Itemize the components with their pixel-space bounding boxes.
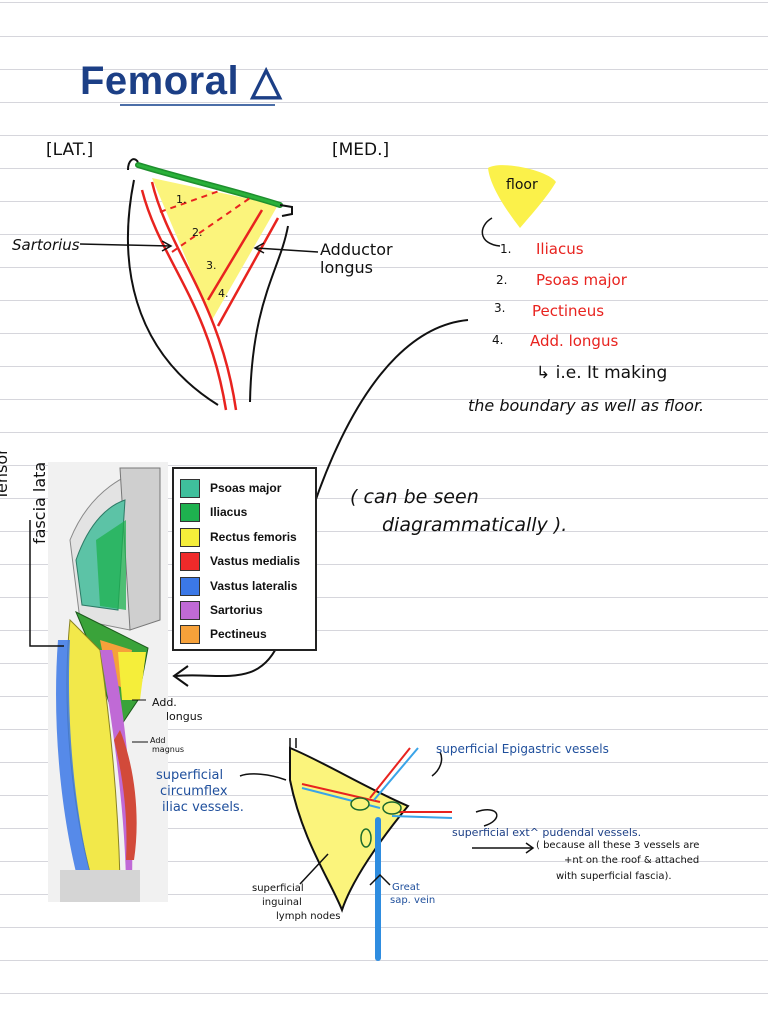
floor-item-4-name: Add. longus <box>530 332 619 350</box>
floor-item-2-name: Psoas major <box>536 271 627 289</box>
legend-label: Psoas major <box>210 481 282 495</box>
medial-label: [MED.] <box>332 140 390 160</box>
legend-label: Sartorius <box>210 603 263 617</box>
lateral-label: [LAT.] <box>46 140 94 160</box>
triangle-number-3: 3. <box>206 259 217 272</box>
legend-swatch <box>180 478 200 498</box>
diagram-note-line2: diagrammatically ). <box>382 514 568 536</box>
circumflex-label-line3: iliac vessels. <box>162 800 244 815</box>
legend-item: Sartorius <box>180 600 263 620</box>
floor-item-1-number: 1. <box>500 242 512 256</box>
legend-swatch <box>180 600 200 620</box>
title-underline <box>120 104 275 106</box>
add-longus-label-line1: Add. <box>152 696 177 709</box>
add-magnus-label-line2: magnus <box>152 745 185 754</box>
lymph-label-line1: superficial <box>252 883 304 894</box>
saphenous-label-line2: sap. vein <box>390 895 436 906</box>
legend-item: Pectineus <box>180 624 267 644</box>
femoral-triangle-sketch <box>79 158 319 411</box>
tensor-label-line1: Tensor <box>0 448 11 500</box>
epigastric-label: superficial Epigastric vessels <box>436 742 609 756</box>
legend-label: Iliacus <box>210 505 248 519</box>
legend-swatch <box>180 502 200 522</box>
circumflex-label-line1: superficial <box>156 768 224 783</box>
adductor-label-line1: Adductor <box>320 240 393 259</box>
legend-label: Vastus medialis <box>210 554 301 568</box>
muscle-legend: Psoas major Iliacus Rectus femoris Vastu… <box>172 467 317 651</box>
adductor-label-line2: longus <box>320 258 374 277</box>
femoral-triangle-roof-sketch <box>239 738 535 961</box>
legend-item: Vastus medialis <box>180 551 300 571</box>
legend-label: Vastus lateralis <box>210 579 298 593</box>
triangle-number-2: 2. <box>192 226 203 239</box>
floor-arrow <box>481 217 501 247</box>
legend-swatch <box>180 576 200 596</box>
legend-item: Psoas major <box>180 478 281 498</box>
lymph-label-line2: inguinal <box>262 897 302 908</box>
floor-item-3-name: Pectineus <box>532 302 605 320</box>
legend-item: Iliacus <box>180 502 247 522</box>
legend-item: Vastus lateralis <box>180 576 297 596</box>
page-title: Femoral △ <box>80 59 282 103</box>
floor-item-3-number: 3. <box>494 301 506 315</box>
thigh-anatomy-illustration <box>29 462 168 902</box>
legend-swatch <box>180 527 200 547</box>
triangle-number-1: 1. <box>176 193 187 206</box>
floor-badge-shape <box>488 165 556 228</box>
triangle-number-4: 4. <box>218 287 229 300</box>
because-line1: ( because all these 3 vessels are <box>536 840 700 851</box>
floor-item-2-number: 2. <box>496 273 508 287</box>
tensor-label-line2: fascia lata <box>30 461 49 544</box>
legend-label: Rectus femoris <box>210 530 297 544</box>
lymph-label-line3: lymph nodes <box>276 911 341 922</box>
floor-item-1-name: Iliacus <box>536 240 584 258</box>
floor-note-line1: ↳ i.e. It making <box>536 363 668 383</box>
legend-swatch <box>180 624 200 644</box>
pudendal-label: superficial ext^ pudendal vessels. <box>452 826 642 839</box>
floor-note-line2: the boundary as well as floor. <box>468 396 705 415</box>
legend-swatch <box>180 551 200 571</box>
diagram-note-line1: ( can be seen <box>350 486 479 508</box>
floor-item-4-number: 4. <box>492 333 504 347</box>
sartorius-label: Sartorius <box>12 236 80 254</box>
floor-badge-label: floor <box>506 177 538 193</box>
because-line2: +nt on the roof & attached <box>564 855 700 866</box>
add-longus-label-line2: longus <box>166 710 203 723</box>
legend-label: Pectineus <box>210 627 267 641</box>
legend-item: Rectus femoris <box>180 527 297 547</box>
saphenous-label-line1: Great <box>392 882 420 893</box>
because-line3: with superficial fascia). <box>556 871 672 882</box>
triangle-symbol: △ <box>250 59 282 103</box>
add-magnus-label-line1: Add <box>150 736 166 745</box>
circumflex-label-line2: circumflex <box>160 784 228 799</box>
